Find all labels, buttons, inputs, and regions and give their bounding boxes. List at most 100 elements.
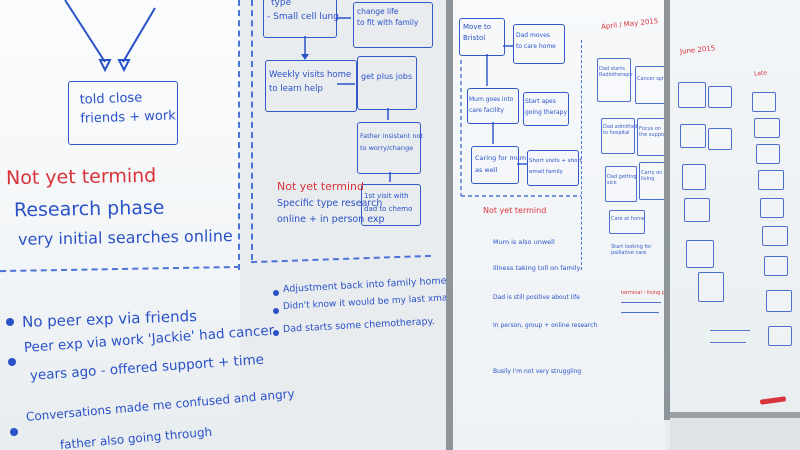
- far-box-9: [752, 92, 776, 112]
- far-box-16: [766, 290, 792, 312]
- far-box-13: [760, 198, 784, 218]
- col-box-text-3: Dad admitted to hospital: [603, 124, 638, 136]
- middle-first-visit-text: 1st visit with dad to chemo: [364, 192, 413, 213]
- middle-type-box: [263, 0, 337, 38]
- left-bullet-text-5: father also going through: [59, 424, 213, 450]
- june-header: June 2015: [679, 44, 716, 56]
- far-box-11: [756, 144, 780, 164]
- right-start-apes-text: Start apes going therapy: [525, 98, 568, 116]
- middle-board-content: type - Small cell lung change life to fi…: [245, 0, 494, 450]
- right-bullet-text-5: Busily I'm not very struggling: [493, 368, 582, 375]
- right-mum-goes-text: Mum goes into care facility: [469, 96, 514, 114]
- col-box-7: [609, 210, 645, 234]
- far-scribble-2: [710, 342, 746, 343]
- far-box-17: [768, 326, 792, 346]
- terminal-phase-label: terminal - living phase: [621, 290, 678, 296]
- middle-change-life-text: change life to fit with family: [357, 7, 419, 27]
- left-bullet-2: [8, 358, 16, 366]
- middle-dashed-divider: [251, 0, 253, 260]
- board-frame-1: [446, 0, 453, 450]
- col-box-5: [605, 166, 637, 202]
- middle-getplus-text: get plus jobs: [361, 72, 413, 81]
- far-box-14: [762, 226, 788, 246]
- right-red-label: Not yet termind: [483, 206, 547, 215]
- april-may-header: April / May 2015: [600, 17, 659, 31]
- middle-change-life-box: [353, 2, 433, 48]
- middle-bullet-2: [273, 308, 279, 314]
- left-dashed-divider: [238, 0, 240, 270]
- middle-father-box: [357, 122, 421, 174]
- left-red-label: Not yet termind: [5, 164, 157, 190]
- right-bullet-text-2: Illness taking toll on family: [493, 264, 581, 272]
- right-dad-moves-box: [513, 24, 565, 64]
- middle-type-detail: - Small cell lung: [267, 12, 339, 22]
- far-box-3: [680, 124, 706, 148]
- right-board-content: Move to Bristol Dad moves to care home M…: [453, 0, 677, 450]
- right-start-apes-box: [523, 92, 569, 126]
- middle-type-text: type: [271, 0, 292, 8]
- col-box-text-4: Focus on the support: [639, 126, 668, 138]
- right-caring-box: [471, 146, 519, 184]
- initial-searches-text: very initial searches online: [17, 226, 233, 249]
- far-box-15: [764, 256, 788, 276]
- right-arrows-icon: [460, 45, 581, 197]
- right-bullet-text-4: In person, group + online research: [493, 322, 598, 329]
- right-bullet-text-3: Dad is still positive about life: [493, 294, 580, 301]
- middle-bullet-text-3: Dad starts some chemotherapy.: [282, 316, 436, 335]
- left-whiteboard-panel: [0, 0, 240, 450]
- far-box-1: [678, 82, 706, 108]
- told-friends-box: [68, 81, 178, 145]
- right-short-box: [527, 150, 579, 186]
- far-box-8: [698, 272, 724, 302]
- col-box-1: [597, 58, 631, 102]
- middle-weekly-text: Weekly visits home to learn help: [269, 70, 352, 94]
- far-box-5: [682, 164, 706, 190]
- middle-bullet-1: [273, 290, 279, 296]
- middle-specific-text-2: online + in person exp: [277, 214, 385, 225]
- middle-weekly-box: [265, 60, 357, 112]
- col-box-text-8: Start looking for palliative care: [611, 244, 652, 256]
- col-box-text-1: Dad starts Radiotherapy: [599, 66, 633, 78]
- terminal-scribble-1: [621, 302, 661, 303]
- middle-arrows-icon: [301, 17, 391, 182]
- left-bullet-text-3: years ago - offered support + time: [29, 351, 265, 384]
- far-right-board-content: June 2015 Late: [670, 0, 800, 420]
- right-move-box: [459, 18, 505, 56]
- middle-specific-text-1: Specific type research: [277, 198, 383, 209]
- col-box-text-2: Cancer spreads: [637, 76, 676, 82]
- left-bullet-3: [10, 428, 18, 436]
- col-box-text-5: Dad getting sick: [607, 174, 637, 186]
- far-box-12: [758, 170, 784, 190]
- middle-father-text: Father insistent not to worry/change: [360, 132, 423, 152]
- col-box-6: [639, 162, 665, 200]
- told-friends-text: told close friends + work: [79, 90, 176, 127]
- left-bullet-text-1: No peer exp via friends: [21, 306, 198, 332]
- col-box-text-7: Care at home: [611, 216, 645, 222]
- right-dad-moves-text: Dad moves to care home: [516, 32, 556, 50]
- middle-getplus-box: [357, 56, 417, 110]
- left-bullet-1: [6, 318, 14, 326]
- arrow-lines-icon: [64, 0, 156, 73]
- far-box-7: [686, 240, 714, 268]
- right-bullet-text-1: Mum is also unwell: [493, 238, 555, 246]
- research-phase-text: Research phase: [13, 196, 165, 222]
- col-box-text-6: Carry on living: [641, 170, 663, 182]
- far-right-whiteboard-panel: [670, 0, 800, 420]
- left-dashed-line: [0, 265, 240, 273]
- far-box-4: [708, 128, 732, 150]
- board-frame-2: [664, 0, 670, 420]
- right-whiteboard-panel: [453, 0, 665, 450]
- wall-below-board: [670, 418, 800, 450]
- late-header: Late: [753, 69, 768, 78]
- far-box-2: [708, 86, 732, 108]
- middle-red-label: Not yet termind: [277, 180, 364, 193]
- middle-bullet-3: [273, 330, 279, 336]
- right-caring-text: Caring for mum as well: [475, 154, 527, 174]
- col-box-2: [635, 66, 665, 104]
- far-box-6: [684, 198, 710, 222]
- april-may-divider: [581, 40, 582, 270]
- middle-first-visit-box: [361, 184, 421, 226]
- terminal-scribble-2: [621, 312, 659, 313]
- far-box-10: [754, 118, 780, 138]
